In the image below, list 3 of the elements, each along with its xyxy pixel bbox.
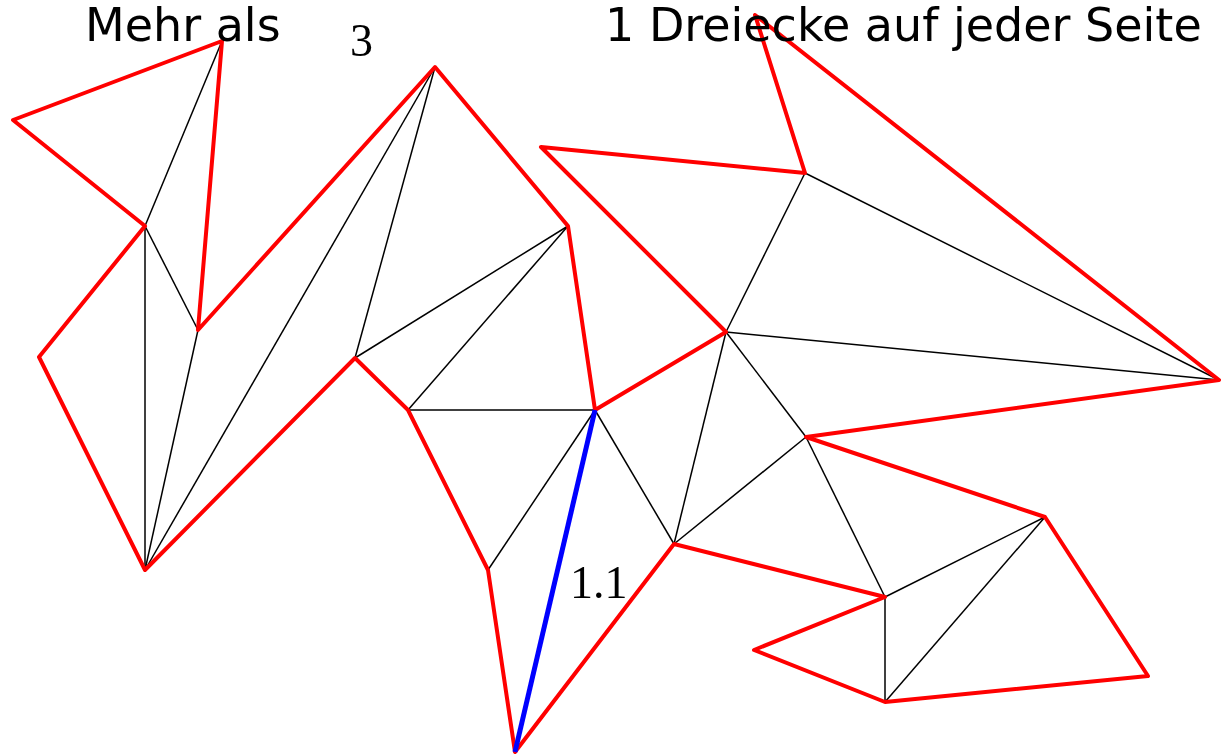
fraction-denominator: 3 [350,18,373,64]
heading-text: Mehr als [85,2,281,48]
edge-length-label: 1.1 [570,560,628,606]
